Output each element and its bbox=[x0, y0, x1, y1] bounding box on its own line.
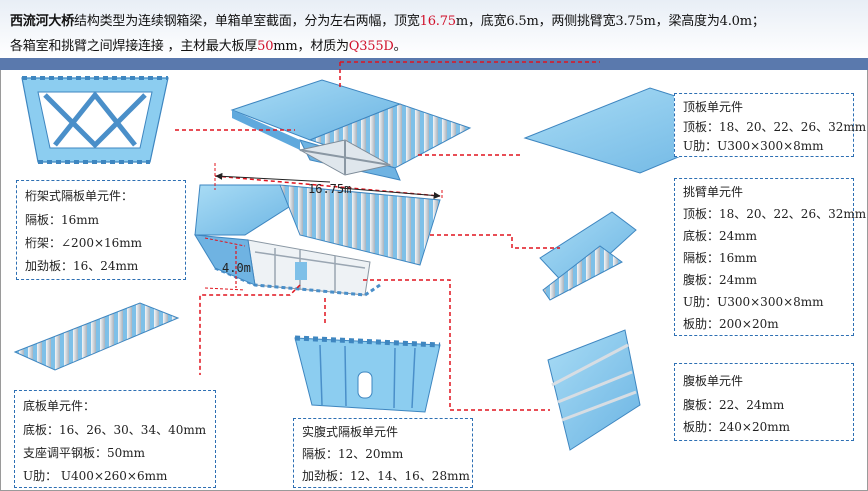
max-thickness-value: 50 bbox=[257, 39, 274, 54]
cantilever-box-line: 板肋：200×20m bbox=[683, 317, 779, 331]
cantilever-box-title: 挑臂单元件 bbox=[683, 185, 744, 199]
bottom-box-line: 底板：16、26、30、34、40mm bbox=[23, 423, 207, 437]
truss-box-line: 隔板：16mm bbox=[25, 213, 100, 227]
header-line-2: 各箱室和挑臂之间焊接连接 ，主材最大板厚50mm，材质为Q355D。 bbox=[10, 35, 407, 54]
header-text-2a: 各箱室和挑臂之间焊接连接 ，主材最大板厚 bbox=[10, 39, 258, 54]
truss-box-line: 加劲板：16、24mm bbox=[25, 259, 139, 273]
solid-box-line: 加劲板：12、14、16、28mm bbox=[302, 469, 470, 483]
cantilever-box-line: 腹板：24mm bbox=[683, 273, 758, 287]
bottom-box-line: 支座调平钢板：50mm bbox=[23, 446, 146, 460]
header-text-1b: m，底宽6.5m，两侧挑臂宽3.75m，梁高度为4.0m； bbox=[455, 14, 765, 29]
top-plate-box: 顶板单元件 顶板：18、20、22、26、32mm U肋：U300×300×8m… bbox=[674, 93, 866, 157]
bridge-name: 西流河大桥 bbox=[10, 14, 75, 29]
top-box-line: U肋：U300×300×8mm bbox=[683, 139, 824, 153]
solid-diaphragm-unit bbox=[294, 335, 441, 413]
width-label: 16.75m bbox=[308, 182, 351, 196]
cantilever-box: 挑臂单元件 顶板：18、20、22、26、32mm 底板：24mm 隔板：16m… bbox=[674, 178, 866, 336]
truss-diaphragm-unit bbox=[21, 76, 169, 164]
bottom-box-title: 底板单元件： bbox=[23, 399, 96, 413]
bottom-box-line: U肋： U400×260×6mm bbox=[23, 469, 168, 483]
cantilever-box-line: U肋：U300×300×8mm bbox=[683, 295, 824, 309]
solid-diaphragm-box: 实腹式隔板单元件 隔板：12、20mm 加劲板：12、14、16、28mm bbox=[293, 418, 473, 488]
bottom-plate-box: 底板单元件： 底板：16、26、30、34、40mm 支座调平钢板：50mm U… bbox=[14, 390, 216, 488]
cantilever-box-line: 隔板：16mm bbox=[683, 251, 758, 265]
web-box-line: 腹板：22、24mm bbox=[683, 398, 785, 412]
top-box-title: 顶板单元件 bbox=[683, 100, 744, 114]
cantilever-box-line: 底板：24mm bbox=[683, 229, 758, 243]
top-width-value: 16.75 bbox=[419, 14, 456, 29]
dimension-height: 4.0m bbox=[204, 237, 251, 291]
bridge-model-top bbox=[230, 79, 472, 181]
header-line-1: 西流河大桥结构类型为连续钢箱梁，单箱单室截面，分为左右两幅，顶宽16.75m，底… bbox=[10, 10, 765, 29]
material-value: Q355D bbox=[348, 39, 394, 54]
truss-box-title: 桁架式隔板单元件： bbox=[25, 189, 134, 203]
web-plate-unit bbox=[547, 329, 641, 451]
web-box-title: 腹板单元件 bbox=[683, 374, 744, 388]
cantilever-box-line: 顶板：18、20、22、26、32mm bbox=[683, 207, 867, 221]
header-text-1a: 结构类型为连续钢箱梁，单箱单室截面，分为左右两幅，顶宽 bbox=[74, 14, 420, 29]
top-box-line: 顶板：18、20、22、26、32mm bbox=[683, 120, 867, 134]
solid-box-line: 隔板：12、20mm bbox=[302, 447, 404, 461]
header: 西流河大桥结构类型为连续钢箱梁，单箱单室截面，分为左右两幅，顶宽16.75m，底… bbox=[0, 0, 868, 58]
truss-diaphragm-box: 桁架式隔板单元件： 隔板：16mm 桁架：∠200×16mm 加劲板：16、24… bbox=[16, 180, 186, 280]
header-text-2b: mm，材质为 bbox=[273, 39, 349, 54]
solid-box-title: 实腹式隔板单元件 bbox=[302, 425, 399, 439]
header-text-2c: 。 bbox=[393, 39, 407, 54]
height-label: 4.0m bbox=[222, 261, 251, 275]
truss-box-line: 桁架：∠200×16mm bbox=[25, 236, 143, 250]
web-plate-box: 腹板单元件 腹板：22、24mm 板肋：240×20mm bbox=[674, 363, 854, 441]
cantilever-unit bbox=[539, 211, 637, 301]
dimension-width: 16.75m bbox=[214, 163, 443, 200]
callout-lines bbox=[175, 61, 600, 411]
web-box-line: 板肋：240×20mm bbox=[683, 420, 790, 434]
header-bar bbox=[0, 58, 868, 70]
bottom-plate-unit bbox=[13, 302, 180, 371]
bridge-model-middle bbox=[194, 184, 441, 297]
